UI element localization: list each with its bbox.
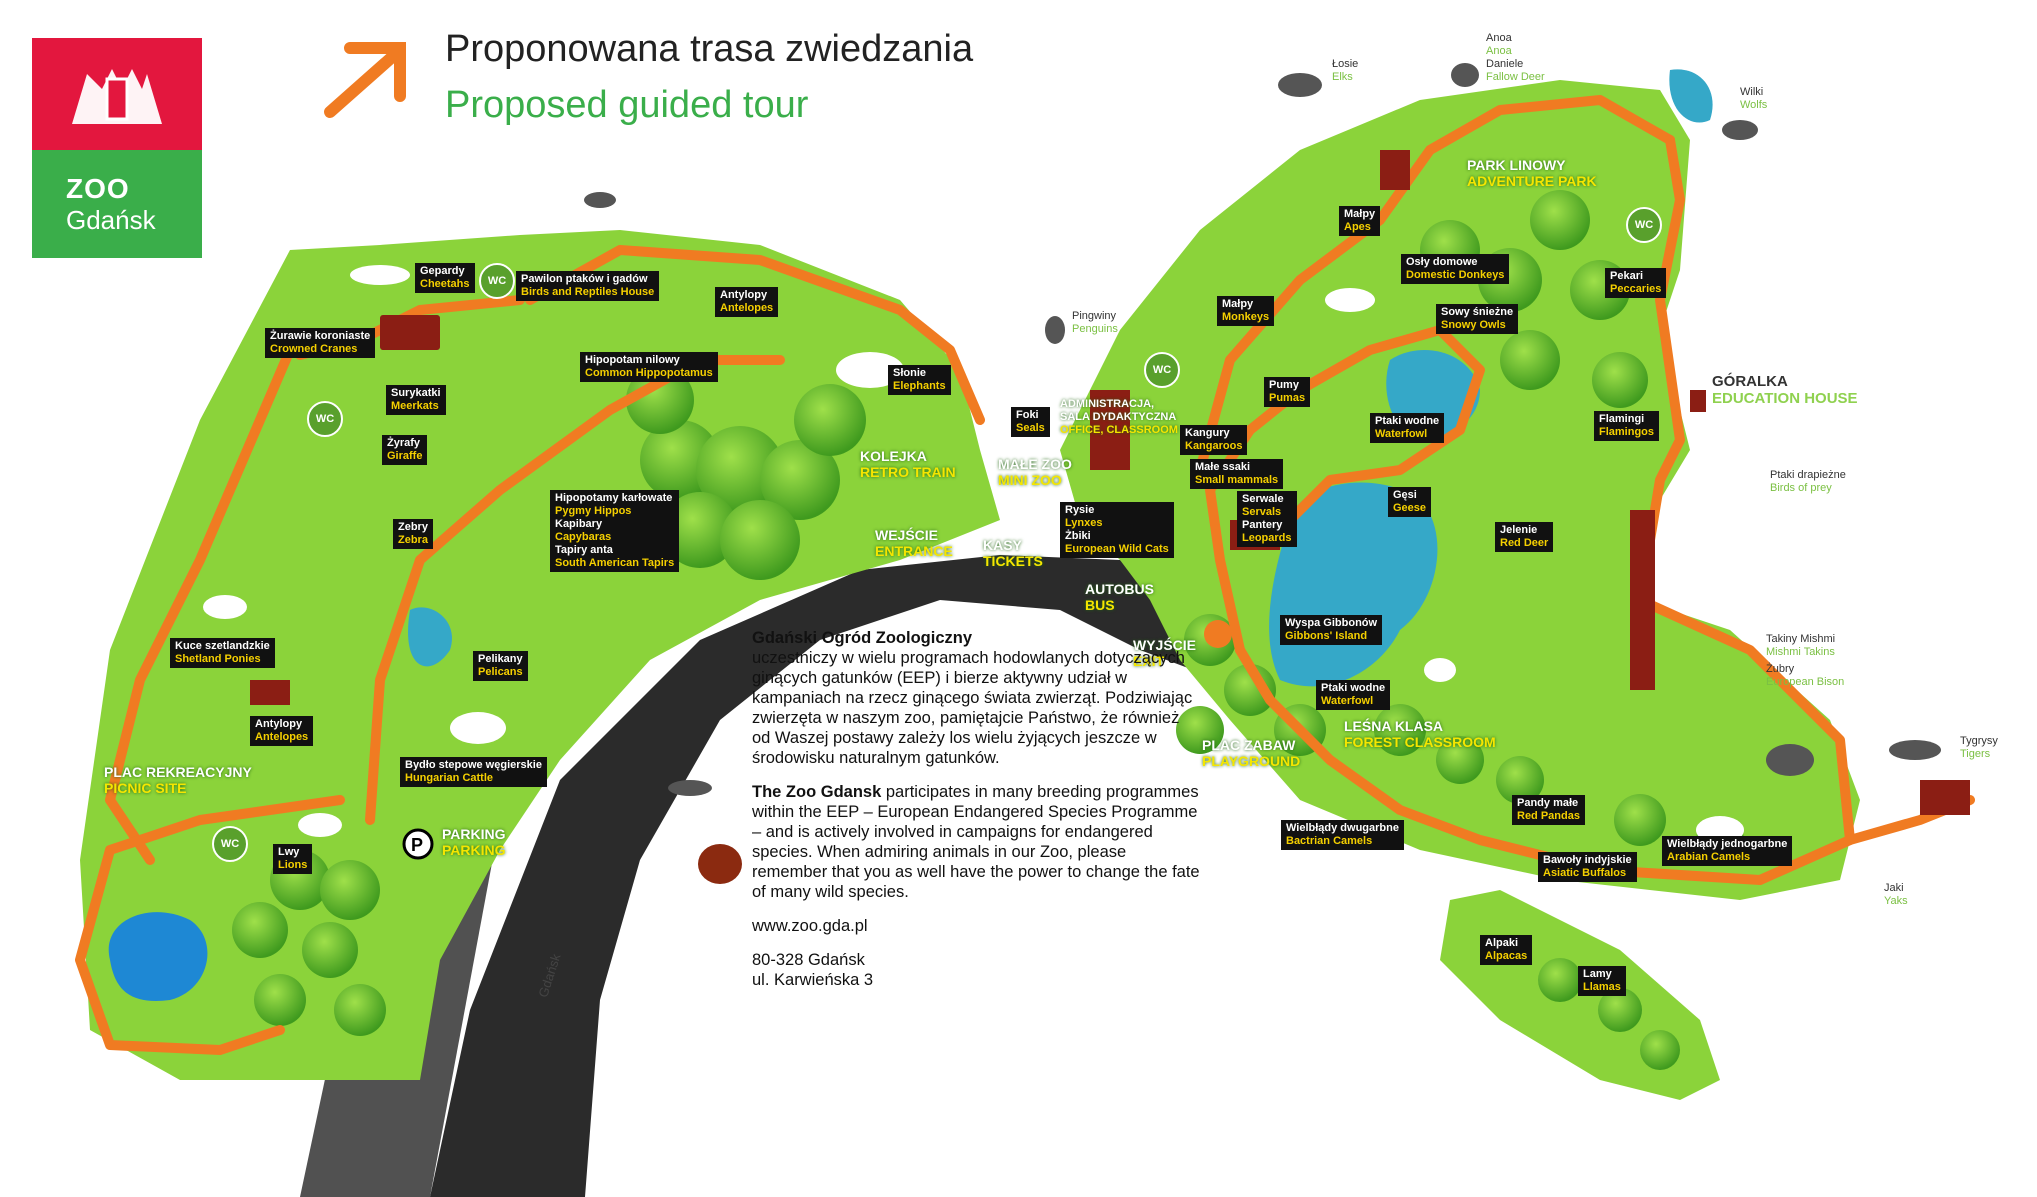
title-english: Proposed guided tour — [445, 84, 809, 126]
building-legend-icon — [698, 844, 742, 884]
info-english: The Zoo Gdansk participates in many bree… — [752, 782, 1202, 902]
info-english-body: participates in many breeding programmes… — [752, 783, 1200, 901]
exit-marker — [1204, 620, 1232, 648]
wc-icon-adventure[interactable]: WC — [1626, 207, 1662, 243]
logo-zoo: ZOO — [66, 173, 130, 204]
outside-silhouettes — [584, 63, 1941, 796]
info-polish: Gdański Ogród Zoologiczny uczestniczy w w… — [752, 628, 1202, 768]
logo-text-block: ZOO Gdańsk — [32, 150, 202, 258]
wc-icon-office[interactable]: WC — [1144, 352, 1180, 388]
svg-text:P: P — [411, 835, 423, 855]
parking-icon: P — [402, 828, 434, 860]
zoo-logo: ZOO Gdańsk — [32, 38, 202, 258]
info-text: Gdański Ogród Zoologiczny uczestniczy w w… — [752, 628, 1202, 1004]
lake-left — [108, 912, 208, 1001]
info-english-title: The Zoo Gdansk — [752, 783, 882, 801]
wc-icon-lions[interactable]: WC — [212, 826, 248, 862]
buildings — [250, 150, 1970, 815]
info-polish-title: Gdański Ogród Zoologiczny — [752, 629, 973, 647]
main-road — [430, 555, 1220, 1197]
logo-city: Gdańsk — [66, 205, 156, 235]
forest-clusters — [232, 190, 1744, 1070]
wc-icon-meerkats[interactable]: WC — [307, 401, 343, 437]
info-website[interactable]: www.zoo.gda.pl — [752, 917, 868, 935]
gdansk-crest — [32, 38, 202, 150]
legend-route-arrow — [324, 42, 406, 118]
title-polish: Proponowana trasa zwiedzania — [445, 28, 974, 70]
wc-icon-cheetahs[interactable]: WC — [479, 263, 515, 299]
info-polish-body: uczestniczy w wielu programach hodowlany… — [752, 649, 1193, 767]
